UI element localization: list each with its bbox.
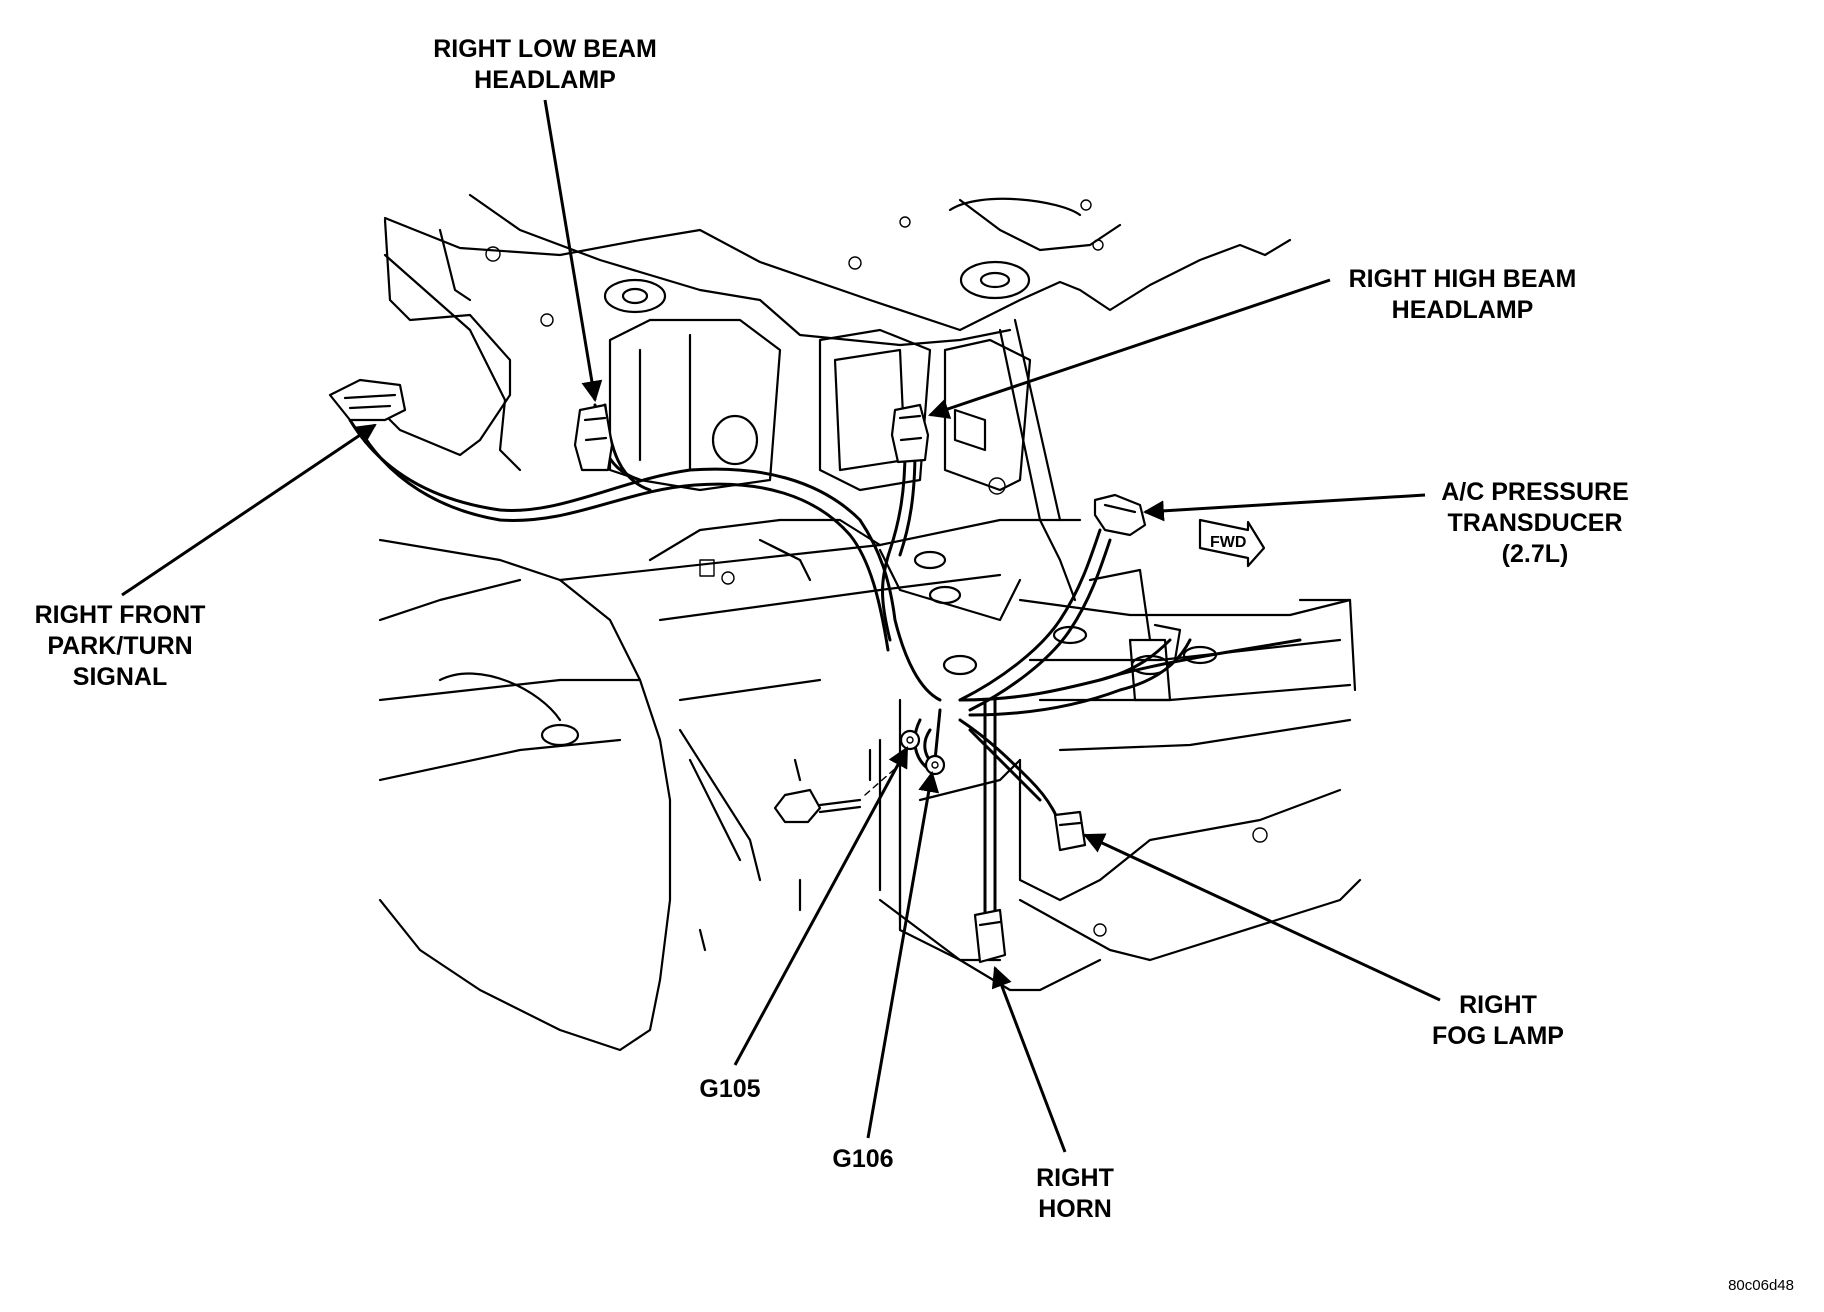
upper-radiator-support: [383, 193, 1292, 347]
figure-code: 80c06d48: [1728, 1277, 1794, 1294]
connectors: [328, 378, 1147, 964]
left-fender-rail: [368, 218, 522, 472]
label-right-fog-lamp: RIGHT FOG LAMP: [1432, 991, 1564, 1050]
lower-tray: [378, 518, 1082, 1052]
leader-fog-lamp: [1083, 833, 1441, 1002]
label-g105: G105: [699, 1075, 761, 1103]
right-frame-rail: [878, 568, 1362, 992]
label-right-low-beam-headlamp: RIGHT LOW BEAM HEADLAMP: [433, 35, 657, 94]
label-right-front-park-turn-signal: RIGHT FRONT PARK/TURN SIGNAL: [34, 601, 206, 691]
leader-right-horn: [991, 966, 1067, 1153]
label-right-horn: RIGHT HORN: [1036, 1164, 1114, 1223]
leader-ac-pressure: [1142, 493, 1426, 522]
leader-lines: [121, 99, 1441, 1153]
wiring-harness: [348, 403, 1302, 922]
fwd-arrow-tag: FWD: [1198, 518, 1266, 568]
leader-park-turn: [121, 423, 377, 597]
harness-clips: [913, 550, 1218, 702]
label-g106: G106: [832, 1145, 894, 1173]
leader-high-beam: [928, 278, 1331, 419]
leader-g105: [733, 746, 909, 1066]
label-ac-pressure-transducer: A/C PRESSURE TRANSDUCER (2.7L): [1441, 478, 1629, 568]
fwd-text: FWD: [1210, 534, 1246, 551]
leader-g106: [866, 770, 940, 1139]
leader-low-beam: [543, 99, 603, 403]
label-right-high-beam-headlamp: RIGHT HIGH BEAM HEADLAMP: [1348, 265, 1577, 324]
headlamp-pockets: [608, 318, 1032, 495]
